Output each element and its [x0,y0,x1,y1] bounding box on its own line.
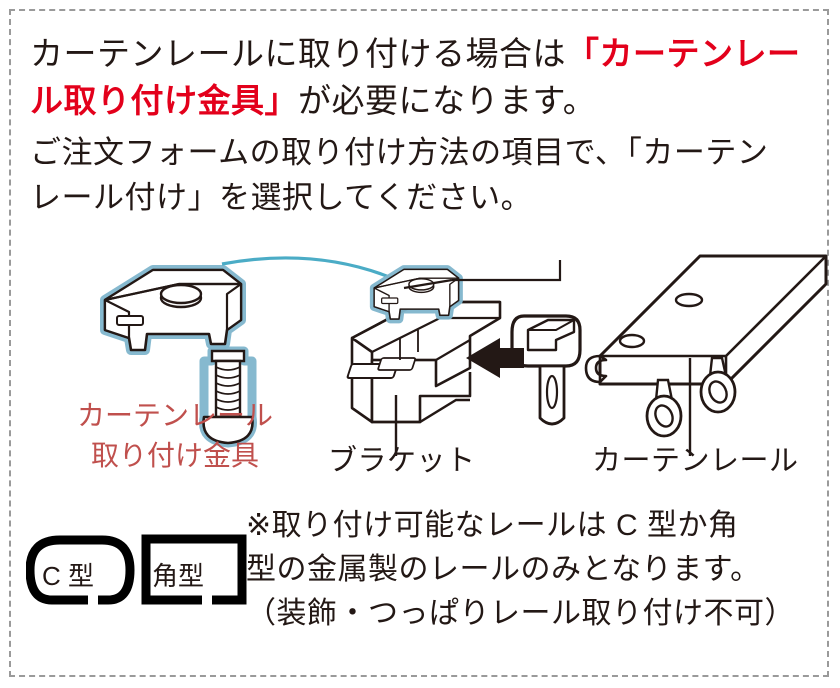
mounting-bracket-label-line1: カーテンレール [76,400,273,431]
c-type-rail-icon [26,535,135,605]
left-arrow-icon [466,338,524,378]
square-type-label: 角型 [152,561,205,591]
compatibility-note: ※取り付け可能なレールは C 型か角 型の金属製のレールのみとなります。 （装飾… [246,504,826,636]
heading-line1-plain: カーテンレールに取り付ける場合は [30,35,566,72]
mounting-bracket-label-line2: 取り付け金具 [90,440,259,471]
compatibility-note-line2: 型の金属製のレールのみとなります。 [246,553,761,586]
bracket-label: ブラケット [328,445,476,477]
heading-line2-red: ル取り付け金具」 [30,82,298,119]
order-form-line-2: レール付け」を選択してください。 [30,180,533,215]
curtain-rail-illustration [584,254,828,438]
compatibility-note-line3: （装飾・つっぱりレール取り付け不可） [246,597,795,630]
order-form-instruction: ご注文フォームの取り付け方法の項目で、「カーテン レール付け」を選択してください… [30,130,820,220]
rail-runner-connector-illustration [510,314,582,426]
rail-type-icons [26,534,247,605]
bracket-illustration [346,260,562,424]
heading-line2-plain: が必要になります。 [298,82,597,119]
heading-block: カーテンレールに取り付ける場合は「カーテンレー ル取り付け金具」が必要になります… [30,30,820,124]
heading-line-2: ル取り付け金具」が必要になります。 [30,77,820,124]
assembly-illustration [100,254,828,456]
heading-line1-red: 「カーテンレー [566,35,801,72]
metal-fitting-illustration [100,265,257,448]
heading-line-1: カーテンレールに取り付ける場合は「カーテンレー [30,30,820,77]
c-type-label: C 型 [42,561,95,591]
curtain-rail-label: カーテンレール [592,445,799,477]
compatibility-note-line1: ※取り付け可能なレールは C 型か角 [246,509,739,542]
square-type-rail-icon [141,534,247,605]
mounting-bracket-label: カーテンレール 取り付け金具 [45,396,305,476]
order-form-line-1: ご注文フォームの取り付け方法の項目で、「カーテン [30,135,769,170]
